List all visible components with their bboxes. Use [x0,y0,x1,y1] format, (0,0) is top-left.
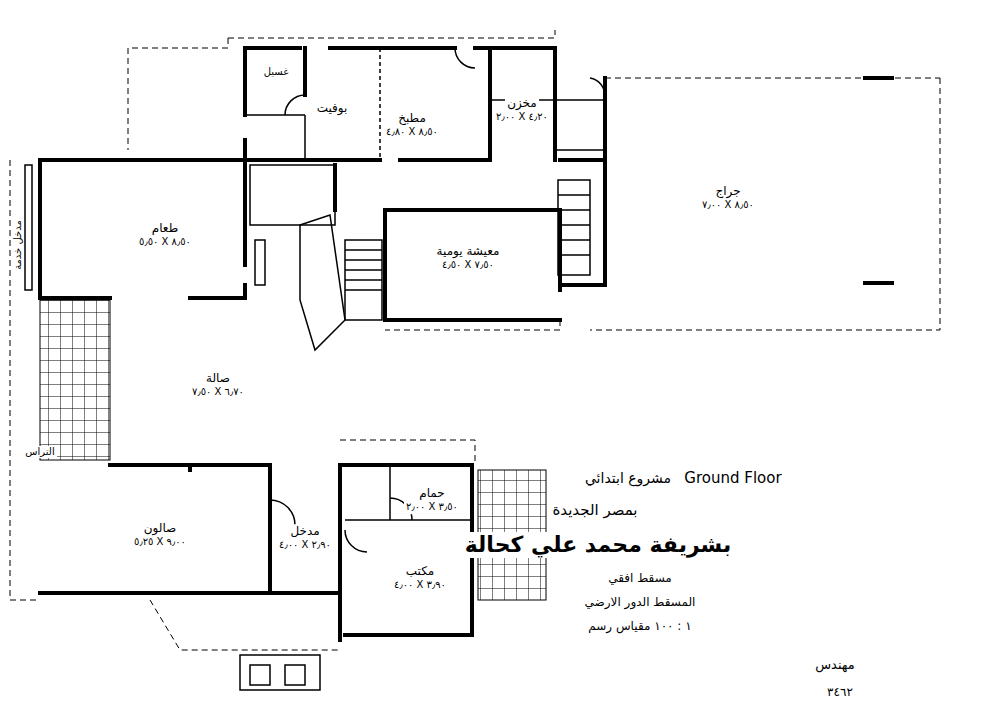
room-dimension: ٤٫٠٠ X ٢٫٩٠ [277,539,333,552]
room-name: مكتب [404,564,436,579]
room-name: طعام [150,221,180,236]
room: حمام٢٫٠٠ X ٣٫٥٠ [400,484,464,516]
room: جراج٧٫٠٠ X ٨٫٥٠ [696,182,760,214]
room-dimension: ٥٫٥٠ X ٨٫٥٠ [137,236,193,249]
room-name: بوفيت [315,101,350,116]
room: مكتب٤٫٠٠ X ٣٫٩٠ [388,562,452,594]
room: مدخل٤٫٠٠ X ٢٫٩٠ [273,522,337,554]
room: طعام٥٫٥٠ X ٨٫٥٠ [133,219,197,251]
room-name: صالون [142,521,179,536]
room-dimension: ٢٫٠٠ X ٣٫٥٠ [404,501,460,514]
scale-note: ١ : ١٠٠ مقياس رسم [586,619,693,633]
room-dimension: ٧٫٥٠ X ٦٫٧٠ [190,386,246,399]
room: صالة٧٫٥٠ X ٦٫٧٠ [186,369,250,401]
room-name: صالة [204,371,232,386]
room-dimension: ٥٫٢٥ X ٩٫٠٠ [132,536,188,549]
sheet-title: بمصر الجديدة [550,501,639,519]
room-label: غسيل [262,66,291,78]
sheet-title: مشروع ابتدائي [583,470,673,487]
room-dimension: ٤٫٠٠ X ٣٫٩٠ [392,579,448,592]
room-dimension: ٤٫٨٠ X ٨٫٥٠ [384,126,440,139]
sheet-note: مسقط افقي [606,571,674,585]
room-name: مخزن [505,96,539,111]
room-name: مطبخ [396,111,428,126]
room-dimension: ٢٫٠٠ X ٤٫٢٠ [494,111,550,124]
owner-name: بشريفة محمد علي كحالة [463,532,733,558]
room-name: حمام [417,486,446,501]
sheet-note: المسقط الدور الارضي [583,595,698,609]
room-name: جراج [713,184,742,199]
sheet-number: ٣٤٦٢ [825,685,855,699]
room: صالون٥٫٢٥ X ٩٫٠٠ [128,519,192,551]
sheet-title: Ground Floor [682,469,783,487]
room-label: مدخل خدمة [12,218,24,272]
room: مطبخ٤٫٨٠ X ٨٫٥٠ [380,109,444,141]
room-name: مدخل [288,524,321,539]
room-name: معيشة يومية [435,244,502,259]
room-label: التراس [23,446,56,458]
room: مخزن٢٫٠٠ X ٤٫٢٠ [490,94,554,126]
engineer-label: مهندس [813,657,857,673]
room: بوفيت [311,99,354,118]
room-dimension: ٤٫٥٠ X ٧٫٥٠ [440,259,496,272]
room: معيشة يومية٤٫٥٠ X ٧٫٥٠ [431,242,506,274]
room-dimension: ٧٫٠٠ X ٨٫٥٠ [700,199,756,212]
